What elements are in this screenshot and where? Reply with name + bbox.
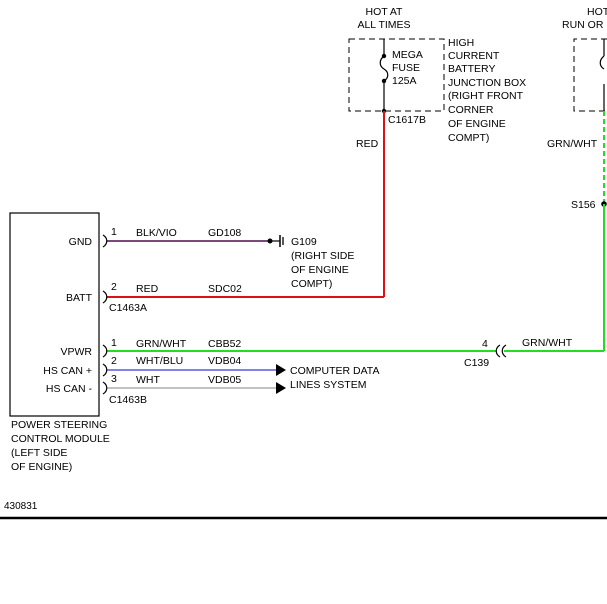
batt-pin-number: 2 [111,281,117,293]
c139-wire-color-label: GRN/WHT [522,337,573,349]
c139-connector-label: C139 [464,357,489,369]
data-line-arrow-plus [276,364,286,376]
hot-at-all-times-line2: ALL TIMES [357,19,410,31]
module-pin-vpwr: VPWR [61,346,93,358]
hscan-minus-wire-circuit: VDB05 [208,374,241,386]
c1463a-terminal-batt [102,290,108,304]
c1463b-terminal-hscan-minus [102,381,108,395]
vpwr-pin-number: 1 [111,337,117,349]
hscan-plus-wire-color: WHT/BLU [136,355,183,367]
run-fuse-symbol [599,55,605,70]
mega-fuse-symbol [379,55,389,82]
junction-box-line7: OF ENGINE [448,118,506,130]
hscan-plus-wire-circuit: VDB04 [208,355,241,367]
module-name-line2: CONTROL MODULE [11,433,110,445]
gnd-wire-color: BLK/VIO [136,227,177,239]
fuse-label-line2: FUSE [392,62,420,74]
splice-s156-label: S156 [571,199,596,211]
gnd-pin-number: 1 [111,226,117,238]
connector-c1617b-label: C1617B [388,114,426,126]
vpwr-wire-color: GRN/WHT [136,338,187,350]
module-pin-batt: BATT [66,292,93,304]
gnd-wire-circuit: GD108 [208,227,241,239]
hot-at-all-times-line1: HOT AT [366,6,404,18]
figure-id: 430831 [4,501,38,512]
ground-location-line1: (RIGHT SIDE [291,250,354,262]
hscan-minus-wire-color: WHT [136,374,160,386]
module-pin-hscan-minus: HS CAN - [46,383,93,395]
c1463b-terminal-hscan-plus [102,363,108,377]
ground-location-line2: OF ENGINE [291,264,349,276]
junction-box-line8: COMPT) [448,132,489,144]
junction-box-line6: CORNER [448,104,494,116]
ground-location-line3: COMPT) [291,278,332,290]
connector-c1463a-label: C1463A [109,302,147,314]
c139-connector-left [495,344,501,358]
power-steering-module-box [9,212,100,417]
c1463b-terminal-vpwr [102,344,108,358]
c1463a-terminal-gnd [102,234,108,248]
c139-pin-label: 4 [482,338,488,350]
junction-box-line1: HIGH [448,37,474,49]
module-name-line4: OF ENGINE) [11,461,72,473]
data-lines-label-line1: COMPUTER DATA [290,365,379,377]
run-box-outline [573,38,607,112]
module-name-line3: (LEFT SIDE [11,447,67,459]
ground-g109-node [267,238,273,244]
data-line-arrow-minus [276,382,286,394]
data-lines-label-line2: LINES SYSTEM [290,379,366,391]
junction-box-line4: JUNCTION BOX [448,77,526,89]
module-pin-gnd: GND [69,236,93,248]
junction-box-outline [348,38,445,112]
green-wire-color-label: GRN/WHT [547,138,598,150]
red-wire-color-label: RED [356,138,379,150]
hot-run-label-line2: RUN OR [562,19,604,31]
junction-box-line5: (RIGHT FRONT [448,90,524,102]
fuse-label-line1: MEGA [392,49,423,61]
module-pin-hscan-plus: HS CAN + [43,365,92,377]
batt-wire-color: RED [136,283,159,295]
connector-c1463b-label: C1463B [109,394,147,406]
fuse-label-line3: 125A [392,75,417,87]
hscan-plus-pin-number: 2 [111,355,117,367]
junction-box-line3: BATTERY [448,63,495,75]
hot-run-label-line1: HOT [587,6,607,18]
module-name-line1: POWER STEERING [11,419,107,431]
junction-box-line2: CURRENT [448,50,500,62]
ground-g109-label: G109 [291,236,317,248]
vpwr-wire-circuit: CBB52 [208,338,241,350]
c139-connector-right [501,344,507,358]
hscan-minus-pin-number: 3 [111,373,117,385]
batt-wire-circuit: SDC02 [208,283,242,295]
